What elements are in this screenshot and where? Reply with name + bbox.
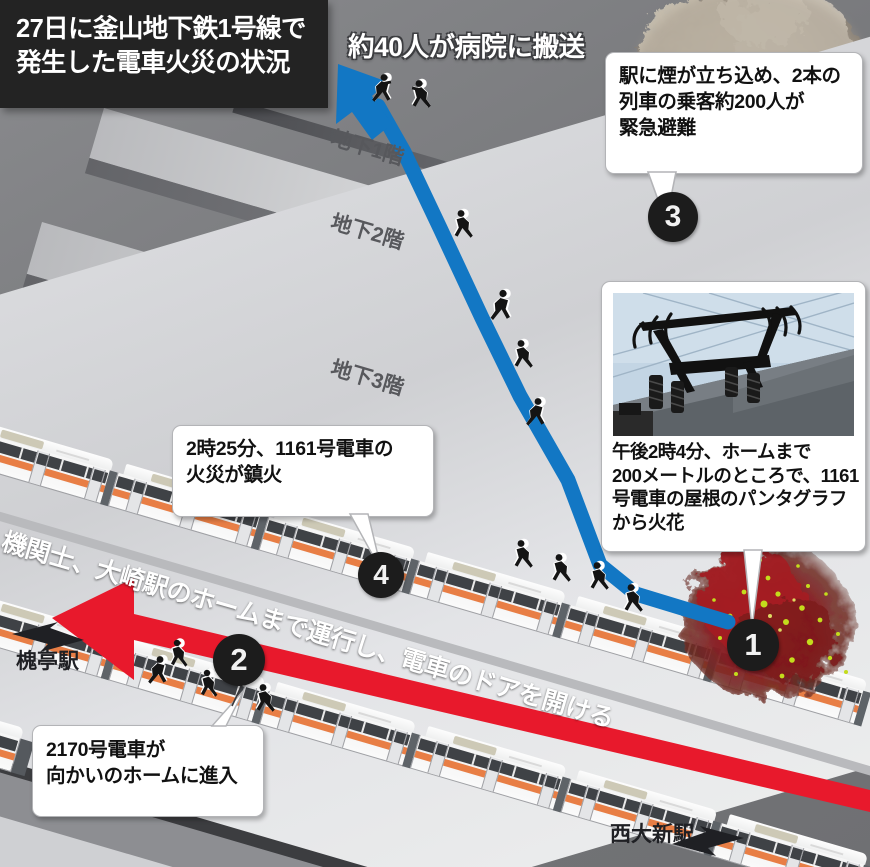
running-person-icon — [196, 668, 220, 705]
station-label-right: 西大新駅 — [610, 823, 694, 846]
page-title: 27日に釜山地下鉄1号線で 発生した電車火災の状況 — [0, 0, 328, 108]
page-title-text: 27日に釜山地下鉄1号線で 発生した電車火災の状況 — [16, 15, 306, 78]
marker-1-label: 1 — [744, 627, 762, 662]
callout-1: 午後2時4分、ホームまで 200メートルのところで、1161 号電車の屋根のパン… — [601, 281, 866, 552]
marker-2-label: 2 — [230, 642, 248, 677]
marker-3-label: 3 — [664, 200, 682, 233]
station-right-arrow-icon — [672, 826, 744, 856]
running-person-icon — [166, 638, 190, 675]
callout-2: 2170号電車が 向かいのホームに進入 — [32, 725, 264, 817]
marker-2: 2 — [213, 634, 265, 686]
marker-4-label: 4 — [373, 559, 389, 590]
running-person-icon — [510, 538, 536, 577]
running-person-icon — [450, 208, 476, 247]
station-left-arrow-icon — [12, 622, 84, 652]
station-label-left: 槐亭駅 — [16, 650, 79, 673]
pantograph-photo — [613, 293, 854, 436]
running-person-icon — [370, 72, 396, 111]
callout-3-text: 駅に煙が立ち込め、2本の 列車の乗客約200人が 緊急避難 — [619, 65, 841, 139]
callout-4: 2時25分、1161号電車の 火災が鎮火 — [172, 425, 434, 517]
running-person-icon — [620, 582, 646, 621]
hospital-transport-headline: 約40人が病院に搬送 — [348, 32, 585, 62]
callout-1-text: 午後2時4分、ホームまで 200メートルのところで、1161 号電車の屋根のパン… — [612, 441, 859, 534]
marker-1: 1 — [727, 619, 779, 671]
running-person-icon — [510, 338, 536, 377]
evacuation-arrow-icon — [336, 64, 736, 630]
running-person-icon — [252, 682, 278, 721]
running-person-icon — [586, 560, 612, 599]
callout-3: 駅に煙が立ち込め、2本の 列車の乗客約200人が 緊急避難 — [605, 52, 863, 174]
running-person-icon — [548, 552, 574, 591]
marker-3: 3 — [648, 192, 698, 242]
running-person-icon — [408, 78, 434, 117]
running-person-icon — [146, 654, 172, 693]
running-person-icon — [524, 396, 550, 435]
running-person-icon — [488, 288, 516, 329]
callout-4-text: 2時25分、1161号電車の 火災が鎮火 — [186, 438, 394, 486]
callout-2-text: 2170号電車が 向かいのホームに進入 — [46, 739, 238, 787]
marker-4: 4 — [358, 552, 404, 598]
